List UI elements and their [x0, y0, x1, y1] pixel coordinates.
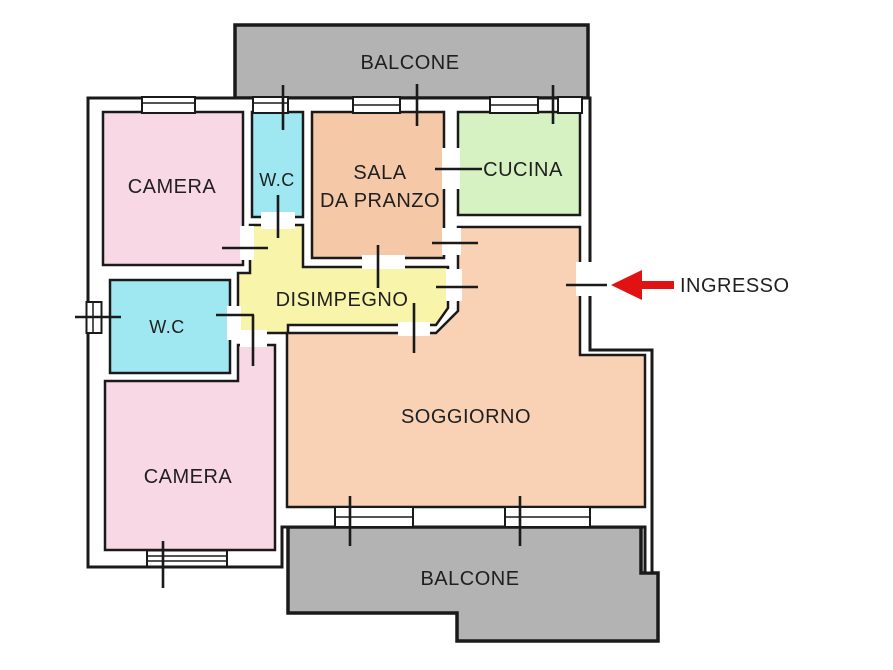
door-opening-sala — [362, 255, 405, 269]
label-sala-line1: SALA — [353, 162, 406, 184]
window-soggiorno-right — [504, 506, 591, 528]
label-sala-line2: DA PRANZO — [320, 190, 440, 212]
label-cucina: CUCINA — [483, 159, 563, 181]
balcony-bottom-area — [286, 525, 660, 643]
window-cucina-side — [557, 96, 583, 114]
window-soggiorno-left — [334, 506, 414, 528]
label-wc-top: W.C — [259, 170, 295, 190]
door-opening-ingresso — [576, 262, 593, 296]
door-opening-sala-soggiorno — [442, 228, 461, 255]
window-camera-bottom — [146, 549, 228, 568]
label-soggiorno: SOGGIORNO — [401, 406, 531, 428]
room-wc-left — [108, 278, 232, 375]
window-camera-top — [141, 96, 196, 114]
label-camera-top: CAMERA — [128, 176, 217, 198]
window-sala-balcony — [352, 96, 401, 114]
label-ingresso: INGRESSO — [680, 275, 790, 297]
door-opening-camera-top — [240, 226, 254, 260]
window-wc-top — [252, 96, 289, 114]
window-cucina-balcony — [489, 96, 539, 114]
label-disimpegno: DISIMPEGNO — [276, 289, 409, 311]
label-wc-left: W.C — [149, 317, 185, 337]
door-opening-disimpegno-soggiorno — [446, 269, 462, 301]
label-camera-bottom: CAMERA — [144, 466, 233, 488]
room-disimpegno — [236, 223, 450, 335]
label-balcone-top: BALCONE — [360, 52, 459, 74]
entrance-arrow-icon — [611, 270, 674, 300]
label-balcone-bottom: BALCONE — [420, 568, 519, 590]
door-opening-wc-left — [227, 306, 241, 340]
balcony-top-area — [233, 23, 590, 100]
room-camera-bottom — [103, 343, 277, 552]
room-sala-da-pranzo — [310, 110, 446, 260]
